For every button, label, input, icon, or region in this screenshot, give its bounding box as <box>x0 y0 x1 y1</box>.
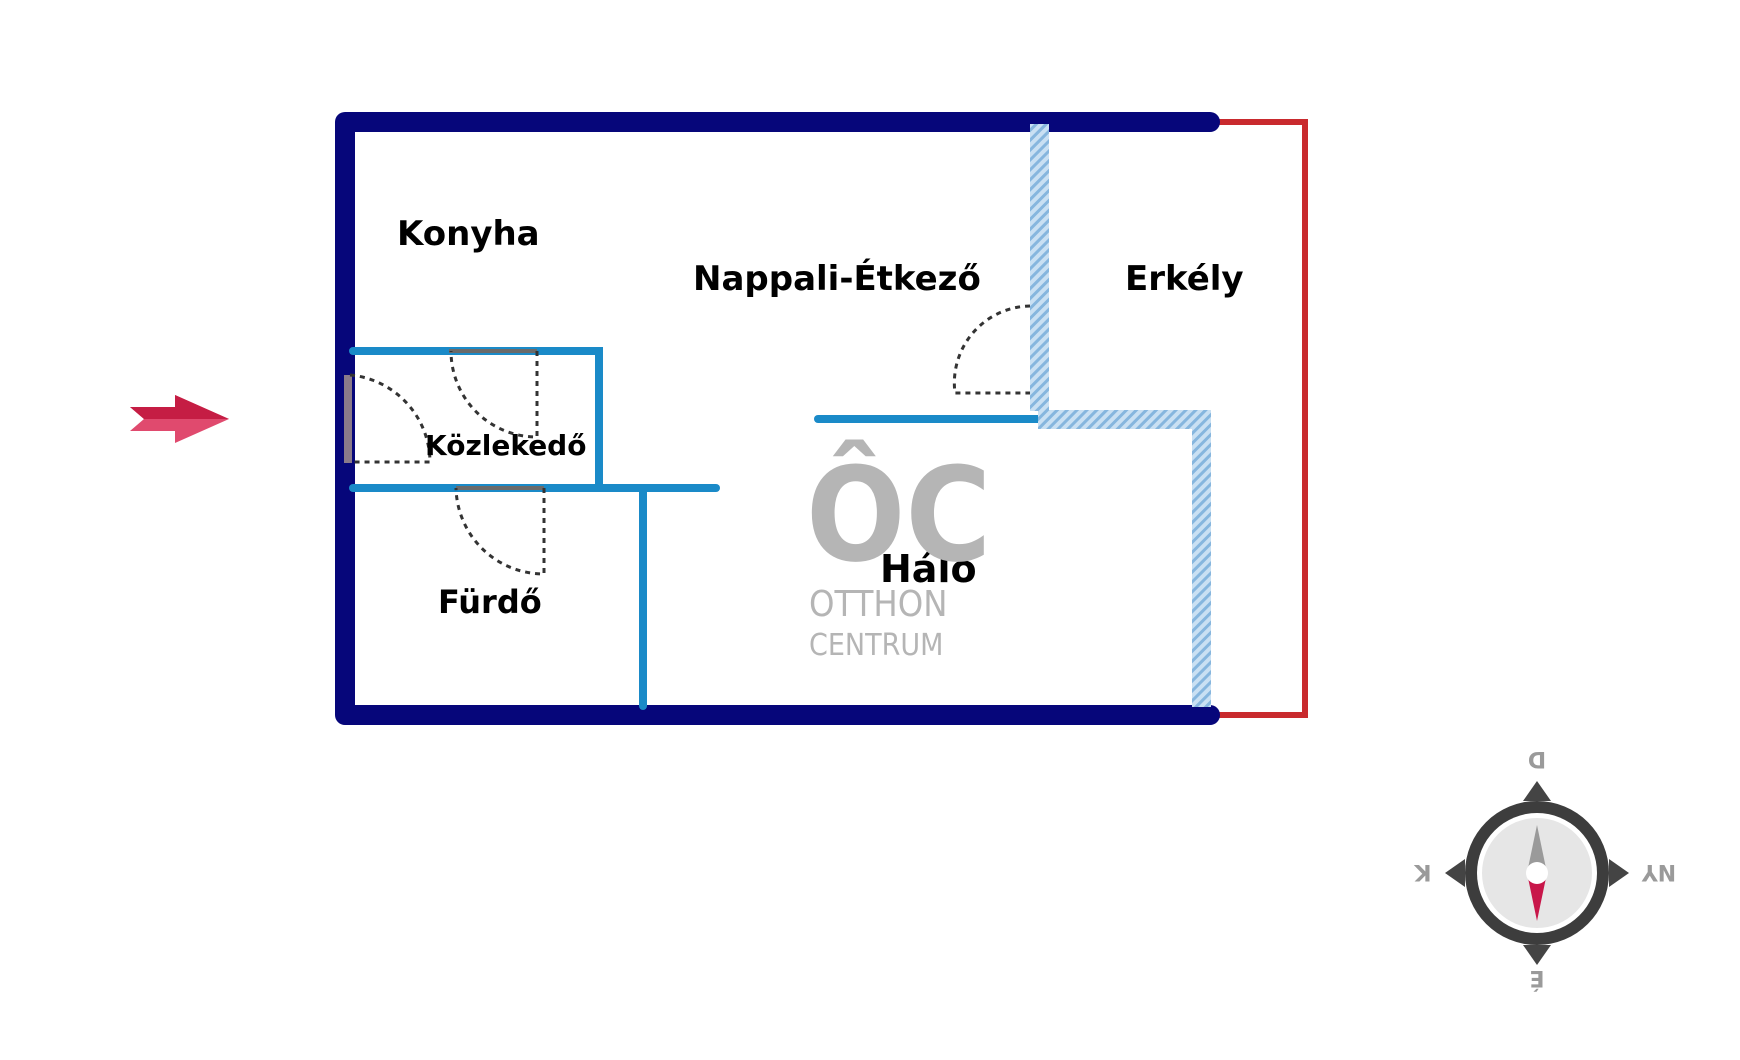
room-label-konyha: Konyha <box>397 214 540 254</box>
room-label-halo: Háló <box>880 547 977 591</box>
logo-mark: ÔC <box>806 439 991 591</box>
compass-label-south: D <box>1528 746 1546 771</box>
room-label-erkely: Erkély <box>1125 259 1244 299</box>
room-label-kozleked: Közlekedő <box>425 429 586 462</box>
room-label-furdo: Fürdő <box>438 583 542 621</box>
logo-line2: CENTRUM <box>809 628 943 663</box>
compass-label-north: É <box>1529 965 1544 991</box>
entrance-arrow-icon <box>130 395 229 443</box>
logo-line1: OTTHON <box>809 584 947 625</box>
room-label-nappali: Nappali-Étkező <box>693 258 981 299</box>
door-thresholds <box>344 349 544 490</box>
hatched-walls <box>1030 124 1211 707</box>
compass-label-west: NY <box>1641 859 1676 884</box>
compass-icon: D É K NY <box>1414 746 1677 991</box>
compass-label-east: K <box>1414 859 1432 884</box>
balcony-railing <box>1210 119 1308 718</box>
otthon-centrum-logo: ÔC OTTHON CENTRUM <box>806 439 991 663</box>
door-swings <box>349 304 1031 576</box>
